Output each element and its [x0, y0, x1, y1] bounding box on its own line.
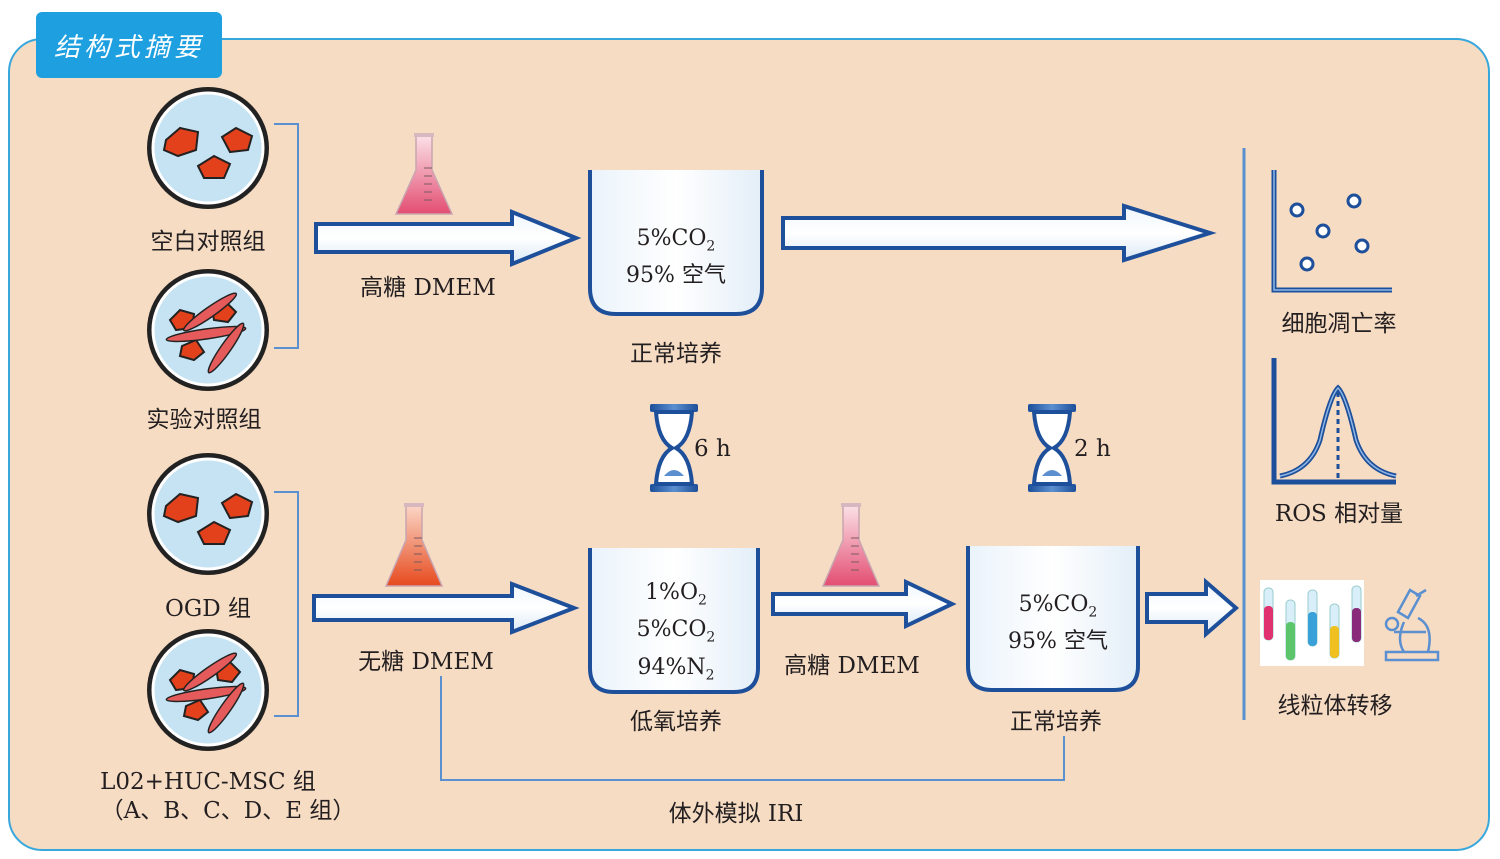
label-ogd-group: OGD 组	[165, 596, 251, 622]
flask-icon-top	[394, 133, 454, 215]
label-experimental-control: 实验对照组	[146, 407, 262, 433]
o2-text: 1%O	[645, 580, 698, 605]
hypoxia-beaker-conditions: 1%O2 5%CO2 94%N2	[598, 578, 754, 690]
label-ros-level: ROS 相对量	[1274, 501, 1404, 527]
arrow-bottom-glucose-free	[312, 581, 580, 635]
label-glucose-free-medium: 无糖 DMEM	[358, 649, 494, 675]
bracket-top-groups	[274, 123, 299, 349]
arrow-bottom-to-outcomes	[1145, 577, 1240, 639]
flask-icon-bottom-glucose-free	[384, 503, 444, 587]
scatter-plot-icon	[1271, 170, 1392, 293]
top-air-text: 95% 空气	[626, 263, 726, 289]
hypoxia-co2-subscript: 2	[706, 629, 716, 646]
n2-subscript: 2	[705, 667, 715, 684]
bottom-normal-beaker-conditions: 5%CO2 95% 空气	[978, 590, 1138, 656]
flask-icon-bottom-high-glucose	[821, 503, 881, 587]
label-top-high-glucose-medium: 高糖 DMEM	[360, 275, 496, 301]
bottom-co2-text: 5%CO	[1018, 592, 1089, 617]
label-abcde-groups: （A、B、C、D、E 组）	[100, 798, 356, 824]
beaker-bottom-normal	[966, 546, 1140, 692]
label-apoptosis-rate: 细胞凋亡率	[1281, 311, 1397, 337]
abstract-title-badge: 结构式摘要	[36, 12, 222, 78]
hourglass-icon-2h	[1028, 404, 1076, 492]
distribution-curve-icon	[1271, 358, 1397, 485]
top-beaker-conditions: 5%CO2 95% 空气	[600, 224, 752, 290]
n2-text: 94%N	[637, 654, 706, 680]
label-bottom-normal-culture: 正常培养	[1010, 709, 1102, 735]
dish-l02-huc-msc	[147, 629, 269, 751]
arrow-top-to-outcomes	[781, 203, 1217, 263]
hourglass-icon-6h	[650, 404, 698, 492]
label-bottom-high-glucose-medium: 高糖 DMEM	[784, 653, 920, 679]
bracket-bottom-groups	[274, 491, 299, 717]
label-in-vitro-iri: 体外模拟 IRI	[668, 801, 804, 827]
top-co2-text: 5%CO	[636, 226, 707, 251]
beaker-top-normal	[588, 170, 764, 316]
bottom-air-text: 95% 空气	[1008, 629, 1108, 655]
label-time-2h: 2 h	[1074, 436, 1111, 462]
dish-experimental-control	[147, 269, 269, 391]
microscope-icon	[1384, 588, 1440, 662]
dish-blank-control	[147, 87, 269, 209]
iri-connector-line	[440, 676, 1065, 781]
arrow-bottom-high-glucose	[771, 578, 957, 630]
dish-ogd	[147, 453, 269, 575]
arrow-top-medium	[314, 209, 582, 267]
label-blank-control: 空白对照组	[150, 229, 266, 255]
hypoxia-co2-text: 5%CO	[636, 617, 707, 643]
beaker-hypoxia	[588, 548, 760, 694]
o2-subscript: 2	[698, 592, 707, 609]
top-co2-subscript: 2	[706, 238, 716, 255]
label-time-6h: 6 h	[694, 436, 731, 462]
label-mitochondrial-transfer: 线粒体转移	[1277, 693, 1393, 719]
label-l02-huc-group: L02+HUC-MSC 组	[100, 769, 316, 795]
bottom-co2-subscript: 2	[1088, 604, 1098, 621]
label-hypoxia-culture: 低氧培养	[630, 709, 722, 735]
label-top-normal-culture: 正常培养	[630, 341, 722, 367]
test-tubes-icon	[1260, 580, 1364, 666]
